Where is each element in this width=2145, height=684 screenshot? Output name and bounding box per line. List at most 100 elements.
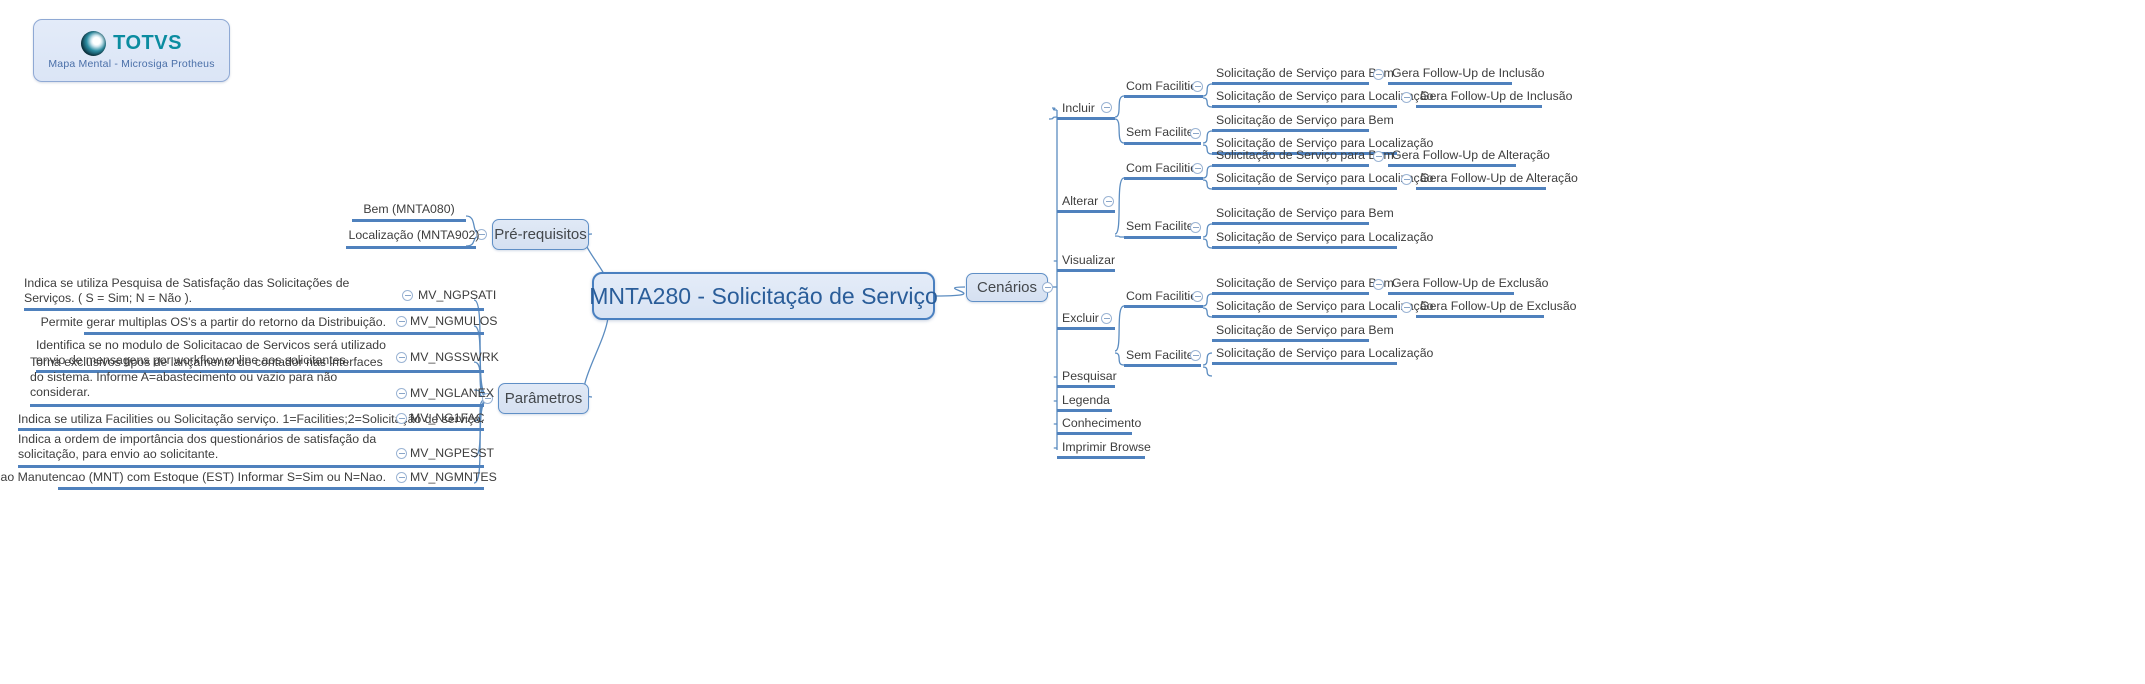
leaf-alterar-sem-loc[interactable]: Solicitação de Serviço para Localização [1216, 230, 1433, 245]
collapse-toggle-alterar[interactable] [1103, 196, 1114, 207]
collapse-toggle-param-2[interactable] [396, 352, 407, 363]
leaf-incluir-com-bem[interactable]: Solicitação de Serviço para Bem [1216, 66, 1394, 81]
brand-subtitle: Mapa Mental - Microsiga Protheus [48, 58, 215, 70]
leaf-incluir-com-loc[interactable]: Solicitação de Serviço para Localização [1216, 89, 1433, 104]
group-incluir-sem-facilites-label: Sem Facilites [1126, 125, 1200, 139]
param-code-3[interactable]: MV_NGLANEX [410, 386, 494, 401]
followup-excluir-com-bem[interactable]: Gera Follow-Up de Exclusão [1392, 276, 1549, 291]
collapse-toggle-excluir-com-bem[interactable] [1373, 279, 1384, 290]
param-code-5[interactable]: MV_NGPESST [410, 446, 494, 461]
scenario-legenda[interactable]: Legenda [1062, 393, 1110, 408]
collapse-toggle-cenarios[interactable] [1042, 282, 1053, 293]
param-code-3-text: MV_NGLANEX [410, 386, 495, 400]
root-node-label: MNTA280 - Solicitação de Serviço [589, 282, 938, 309]
param-code-1[interactable]: MV_NGMULOS [410, 314, 497, 329]
collapse-toggle-alterar-com[interactable] [1192, 163, 1203, 174]
collapse-toggle-alterar-com-bem[interactable] [1373, 151, 1384, 162]
brand-logo-row: TOTVS [81, 31, 182, 56]
param-desc-5[interactable]: Indica a ordem de importância dos questi… [18, 432, 386, 462]
collapse-toggle-param-5[interactable] [396, 448, 407, 459]
collapse-toggle-param-3[interactable] [396, 388, 407, 399]
collapse-toggle-param-1[interactable] [396, 316, 407, 327]
leaf-alterar-sem-bem-label: Solicitação de Serviço para Bem [1216, 206, 1394, 220]
branch-cenarios[interactable]: Cenários [966, 273, 1048, 302]
scenario-conhecimento[interactable]: Conhecimento [1062, 416, 1141, 431]
param-code-0[interactable]: MV_NGPSATI [418, 288, 496, 303]
underline-excluir-sem [1124, 364, 1201, 367]
underline-excluir-com-bem-fu [1388, 292, 1514, 295]
scenario-excluir-label: Excluir [1062, 311, 1099, 325]
underline-incluir-com-loc [1212, 105, 1397, 108]
root-node[interactable]: MNTA280 - Solicitação de Serviço [589, 272, 938, 320]
group-excluir-com-facilities[interactable]: Com Facilities [1126, 289, 1203, 304]
collapse-toggle-pre-requisitos[interactable] [476, 229, 487, 240]
collapse-toggle-incluir-com[interactable] [1192, 81, 1203, 92]
leaf-excluir-com-bem[interactable]: Solicitação de Serviço para Bem [1216, 276, 1394, 291]
branch-pre-requisitos[interactable]: Pré-requisitos [492, 219, 589, 250]
leaf-alterar-com-loc[interactable]: Solicitação de Serviço para Localização [1216, 171, 1433, 186]
collapse-toggle-alterar-sem[interactable] [1190, 222, 1201, 233]
branch-parametros[interactable]: Parâmetros [498, 383, 589, 414]
collapse-toggle-excluir-com[interactable] [1192, 291, 1203, 302]
underline-param-0 [24, 308, 484, 311]
group-alterar-com-facilities[interactable]: Com Facilities [1126, 161, 1203, 176]
leaf-excluir-sem-loc-label: Solicitação de Serviço para Localização [1216, 346, 1434, 360]
pre-req-item-localizacao-label: Localização (MNTA902) [348, 228, 480, 242]
pre-req-item-bem[interactable]: Bem (MNTA080) [352, 202, 466, 217]
collapse-toggle-excluir-com-loc[interactable] [1401, 302, 1412, 313]
followup-excluir-com-loc[interactable]: Gera Follow-Up de Exclusão [1420, 299, 1577, 314]
scenario-imprimir-browse[interactable]: Imprimir Browse [1062, 440, 1151, 455]
leaf-alterar-sem-bem[interactable]: Solicitação de Serviço para Bem [1216, 206, 1394, 221]
collapse-toggle-incluir-com-bem[interactable] [1373, 69, 1384, 80]
param-desc-6-text: Integracao Manutencao (MNT) com Estoque … [0, 470, 386, 484]
param-code-2[interactable]: MV_NGSSWRK [410, 350, 499, 365]
param-desc-0[interactable]: Indica se utiliza Pesquisa de Satisfação… [24, 276, 386, 306]
scenario-alterar[interactable]: Alterar [1062, 194, 1098, 209]
scenario-incluir[interactable]: Incluir [1062, 101, 1095, 116]
scenario-visualizar[interactable]: Visualizar [1062, 253, 1115, 268]
underline-incluir-sem [1124, 142, 1201, 145]
underline-excluir-com [1124, 305, 1203, 308]
followup-incluir-com-loc[interactable]: Gera Follow-Up de Inclusão [1420, 89, 1572, 104]
brand-card: TOTVS Mapa Mental - Microsiga Protheus [33, 19, 230, 82]
leaf-excluir-com-bem-label: Solicitação de Serviço para Bem [1216, 276, 1394, 290]
leaf-incluir-sem-bem[interactable]: Solicitação de Serviço para Bem [1216, 113, 1394, 128]
group-alterar-sem-facilites[interactable]: Sem Facilites [1126, 219, 1200, 234]
followup-incluir-com-bem[interactable]: Gera Follow-Up de Inclusão [1392, 66, 1544, 81]
group-incluir-sem-facilites[interactable]: Sem Facilites [1126, 125, 1200, 140]
leaf-excluir-sem-bem-label: Solicitação de Serviço para Bem [1216, 323, 1394, 337]
group-incluir-com-facilities-label: Com Facilities [1126, 79, 1204, 93]
collapse-toggle-excluir[interactable] [1101, 313, 1112, 324]
leaf-excluir-sem-loc[interactable]: Solicitação de Serviço para Localização [1216, 346, 1433, 361]
scenario-excluir[interactable]: Excluir [1062, 311, 1099, 326]
pre-req-item-localizacao[interactable]: Localização (MNTA902) [349, 228, 480, 243]
group-incluir-com-facilities[interactable]: Com Facilities [1126, 79, 1203, 94]
param-desc-2[interactable]: Identifica se no modulo de Solicitacao d… [36, 338, 386, 368]
followup-alterar-com-loc[interactable]: Gera Follow-Up de Alteração [1420, 171, 1578, 186]
leaf-alterar-com-bem[interactable]: Solicitação de Serviço para Bem [1216, 148, 1394, 163]
underline-alterar-com-bem-fu [1388, 164, 1516, 167]
leaf-excluir-sem-bem[interactable]: Solicitação de Serviço para Bem [1216, 323, 1394, 338]
leaf-excluir-com-loc[interactable]: Solicitação de Serviço para Localização [1216, 299, 1433, 314]
collapse-toggle-excluir-sem[interactable] [1190, 350, 1201, 361]
collapse-toggle-param-4[interactable] [396, 413, 407, 424]
followup-incluir-com-loc-label: Gera Follow-Up de Inclusão [1420, 89, 1573, 103]
collapse-toggle-param-6[interactable] [396, 472, 407, 483]
collapse-toggle-incluir-com-loc[interactable] [1401, 92, 1412, 103]
group-excluir-sem-facilites[interactable]: Sem Facilites [1126, 348, 1200, 363]
collapse-toggle-alterar-com-loc[interactable] [1401, 174, 1412, 185]
param-desc-6[interactable]: Integracao Manutencao (MNT) com Estoque … [0, 470, 386, 485]
param-desc-3[interactable]: Torna exclusivos tipos de lançamento de … [30, 355, 386, 400]
param-code-6[interactable]: MV_NGMNTES [410, 470, 497, 485]
collapse-toggle-param-0[interactable] [402, 290, 413, 301]
branch-cenarios-label: Cenários [976, 279, 1038, 296]
param-desc-1[interactable]: Permite gerar multiplas OS's a partir do… [41, 315, 386, 330]
param-desc-4[interactable]: Indica se utiliza Facilities ou Solicita… [18, 412, 484, 427]
followup-alterar-com-bem[interactable]: Gera Follow-Up de Alteração [1392, 148, 1550, 163]
scenario-pesquisar[interactable]: Pesquisar [1062, 369, 1117, 384]
leaf-incluir-sem-loc[interactable]: Solicitação de Serviço para Localização [1216, 136, 1433, 151]
collapse-toggle-parametros[interactable] [482, 393, 493, 404]
param-code-4[interactable]: MV_NG1FAC [410, 411, 484, 426]
collapse-toggle-incluir[interactable] [1101, 102, 1112, 113]
collapse-toggle-incluir-sem[interactable] [1190, 128, 1201, 139]
